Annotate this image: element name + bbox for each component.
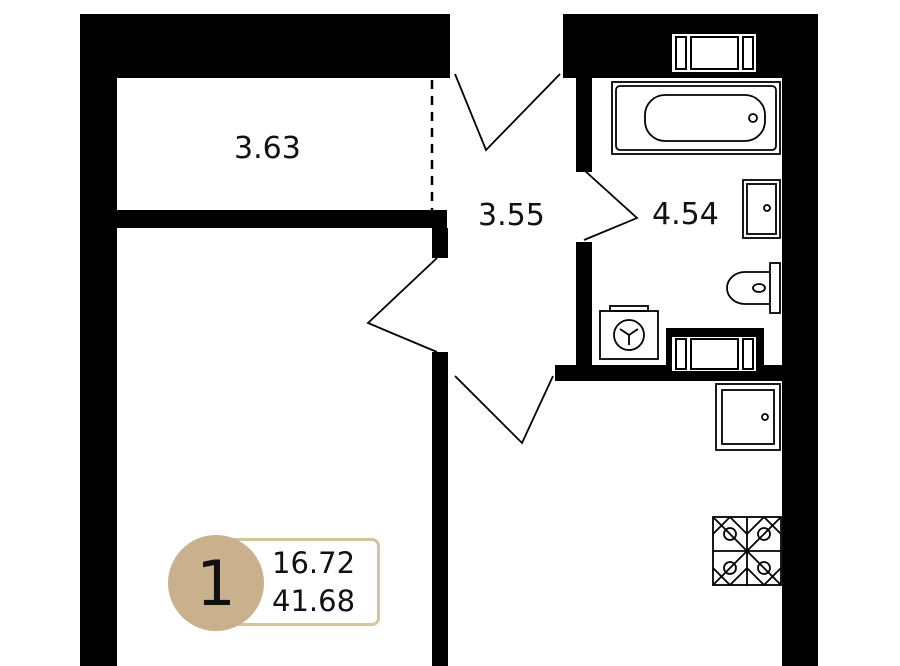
bottom-window: [670, 335, 758, 373]
stove-icon: [712, 516, 782, 586]
bathroom-area-label: 4.54: [652, 197, 719, 232]
doors: [366, 73, 639, 445]
hall-area-label: 3.55: [478, 198, 545, 233]
rooms-count-badge: 1: [168, 535, 264, 631]
bathtub-icon: [611, 81, 781, 155]
total-area: 41.68: [272, 584, 356, 618]
kitchen-sink-icon: [715, 383, 781, 451]
living-area: 16.72: [272, 546, 356, 580]
washing-machine-icon: [599, 305, 659, 360]
sink-icon: [742, 179, 781, 239]
toilet-icon: [726, 262, 781, 314]
balcony-area-label: 3.63: [234, 131, 301, 166]
area-values: 16.72 41.68: [272, 544, 355, 620]
walls: [80, 14, 818, 666]
